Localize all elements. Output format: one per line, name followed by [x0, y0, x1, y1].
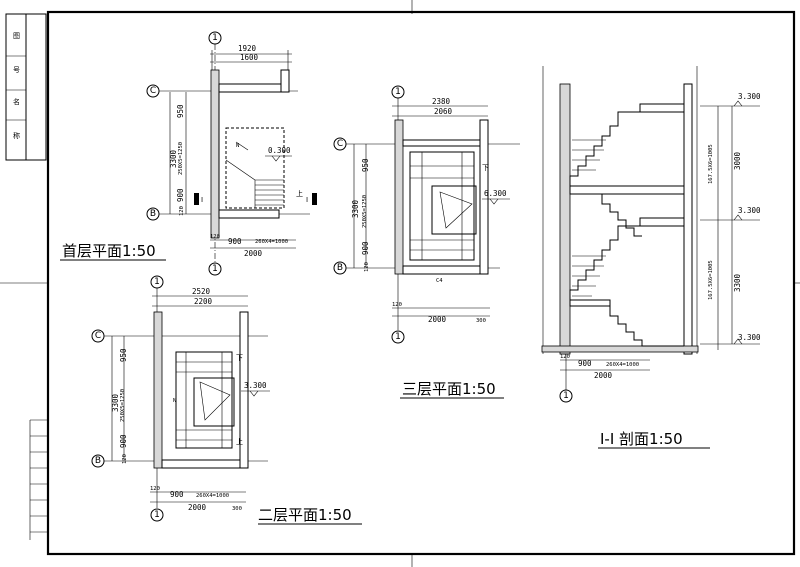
- p2-dim-top-overall: 2520: [192, 287, 211, 296]
- p2-dim-bottom-overall: 2000: [188, 503, 207, 512]
- axis-1-top-label: 1: [212, 33, 218, 43]
- p3-dim-bottom-overall: 2000: [428, 315, 447, 324]
- section-dim-bottom-b: 900: [578, 359, 592, 368]
- p3-dim-left-c: 120: [364, 262, 370, 272]
- axis-1-p2-bottom: 1: [154, 510, 160, 520]
- section-mark-left: [194, 193, 199, 205]
- svg-text:N: N: [173, 398, 176, 404]
- axis-1-section: 1: [563, 391, 569, 401]
- axis-c-p3: C: [337, 139, 343, 149]
- plan-third-title: 三层平面1:50: [402, 380, 496, 398]
- up-label-first: 上: [296, 189, 303, 198]
- section-i-i: 3.300 3.300 3.300 3000 3300 167.5X6=1005…: [541, 66, 761, 449]
- section-mark-right-label: I: [306, 196, 308, 204]
- p2-dim-left-b: 900: [119, 434, 128, 448]
- axis-b-p3: B: [337, 263, 343, 273]
- axis-1-p3-top: 1: [395, 87, 401, 97]
- section-dim-steps-a: 167.5X6=1005: [708, 144, 714, 184]
- p3-dim-top-inner: 2060: [434, 107, 453, 116]
- axis-1-p2-top: 1: [154, 277, 160, 287]
- section-mark-left-label: I: [201, 196, 203, 204]
- second-floor-plan: 1 1 C B 2520 2200 N 下 上 3.300 330: [91, 275, 362, 525]
- axis-bubble-1-bottom: [208, 262, 222, 276]
- p2-dim-bottom-right: 300: [232, 506, 242, 512]
- p3-dim-left-flight: 250X5=1250: [362, 195, 368, 228]
- section-dim-bottom-flight: 260X4=1000: [606, 362, 639, 368]
- dim-bottom-overall: 2000: [244, 249, 263, 258]
- dim-top-overall: 1920: [238, 44, 257, 53]
- p3-dim-top-overall: 2380: [432, 97, 451, 106]
- section-dim-steps-b: 167.5X6=1005: [708, 260, 714, 300]
- dim-left-c: 120: [179, 206, 185, 216]
- svg-text:N: N: [236, 143, 239, 149]
- dim-left-b: 900: [176, 188, 185, 202]
- plan-second-title: 二层平面1:50: [258, 506, 352, 524]
- dim-left-a: 950: [176, 104, 185, 118]
- axis-c-p2: C: [95, 331, 101, 341]
- p3-dim-bottom-a: 120: [392, 302, 402, 308]
- left-wall: [210, 69, 220, 239]
- sheet-frame: [46, 10, 796, 556]
- axis-b-p2: B: [95, 456, 101, 466]
- p2-down-label: 下: [236, 354, 243, 362]
- slab-mid: [569, 185, 685, 195]
- p3-level: 6.300: [484, 189, 507, 198]
- ground-slab: [541, 345, 699, 353]
- p2-dim-bottom-b: 900: [170, 490, 184, 499]
- title-strip: 图 号 名 称: [5, 13, 48, 540]
- p2-dim-top-inner: 2200: [194, 297, 213, 306]
- p3-dim-left-a: 950: [361, 158, 370, 172]
- section-dim-bottom-a: 120: [560, 354, 570, 360]
- third-floor-plan: 1 1 C B 2380 2060 下 6.300 3300 9: [333, 85, 520, 399]
- axis-1-bottom-label: 1: [212, 264, 218, 274]
- dim-top-inner: 1600: [240, 53, 259, 62]
- section-level-mid: 3.300: [738, 206, 761, 215]
- axis-b-label: B: [150, 209, 156, 219]
- p3-window-label: C4: [436, 278, 443, 284]
- section-level-bottom: 3.300: [738, 333, 761, 342]
- section-left-wall: [559, 83, 571, 355]
- p2-dim-left-flight: 250X5=1250: [120, 389, 126, 422]
- strip-label-3: 名: [13, 97, 20, 106]
- section-level-top: 3.300: [738, 92, 761, 101]
- p2-dim-left-overall: 3300: [111, 393, 120, 412]
- level-first: 0.300: [268, 146, 291, 155]
- p3-dim-left-overall: 3300: [351, 199, 360, 218]
- p3-dim-bottom-right: 300: [476, 318, 486, 324]
- top-wall: [218, 83, 290, 93]
- dim-bottom-a: 120: [210, 234, 220, 240]
- p2-up-label: 上: [236, 437, 243, 446]
- dim-bottom-flight: 260X4=1000: [255, 239, 288, 245]
- first-floor-plan: 1 1 C B 1920 1600 N: [60, 31, 317, 276]
- axis-c-label: C: [150, 86, 156, 96]
- section-right-wall: [683, 83, 693, 355]
- p2-dim-bottom-a: 120: [150, 486, 160, 492]
- strip-label-4: 称: [13, 131, 20, 140]
- section-dim-right-upper: 3000: [733, 151, 742, 170]
- plan-first-title: 首层平面1:50: [62, 242, 156, 260]
- p3-dim-left-b: 900: [361, 241, 370, 255]
- strip-label-1: 图: [13, 32, 20, 40]
- section-dim-bottom-overall: 2000: [594, 371, 613, 380]
- p2-level: 3.300: [244, 381, 267, 390]
- strip-label-2: 号: [13, 66, 20, 74]
- axis-1-p3-bottom: 1: [395, 332, 401, 342]
- dim-left-overall: 3300: [169, 149, 178, 168]
- p2-dim-left-c: 120: [122, 454, 128, 464]
- section-title: I-I 剖面1:50: [600, 430, 683, 448]
- p3-down-label: 下: [482, 164, 489, 172]
- p2-dim-left-a: 950: [119, 348, 128, 362]
- section-dim-right-lower: 3300: [733, 273, 742, 292]
- dim-left-flight: 250X5=1250: [178, 142, 184, 175]
- dim-bottom-b: 900: [228, 237, 242, 246]
- p2-dim-bottom-flight: 260X4=1000: [196, 493, 229, 499]
